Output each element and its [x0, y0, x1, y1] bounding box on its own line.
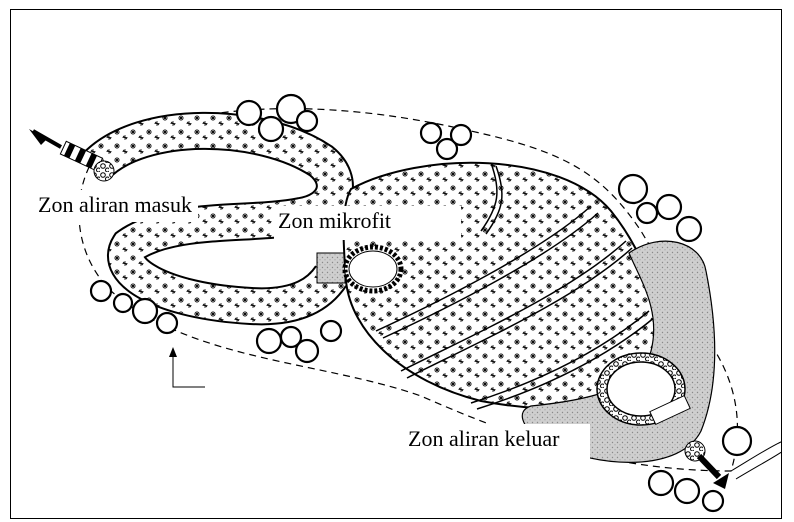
connector-block — [317, 253, 345, 283]
pointer-line — [173, 353, 205, 387]
inflow-zone-label: Zon aliran masuk — [36, 190, 198, 222]
outflow-zone-label: Zon aliran keluar — [404, 424, 590, 460]
wetland-diagram — [11, 10, 782, 519]
macrophyte-zone-label: Zon mikrofit — [274, 206, 461, 240]
diagram-frame — [10, 9, 782, 519]
